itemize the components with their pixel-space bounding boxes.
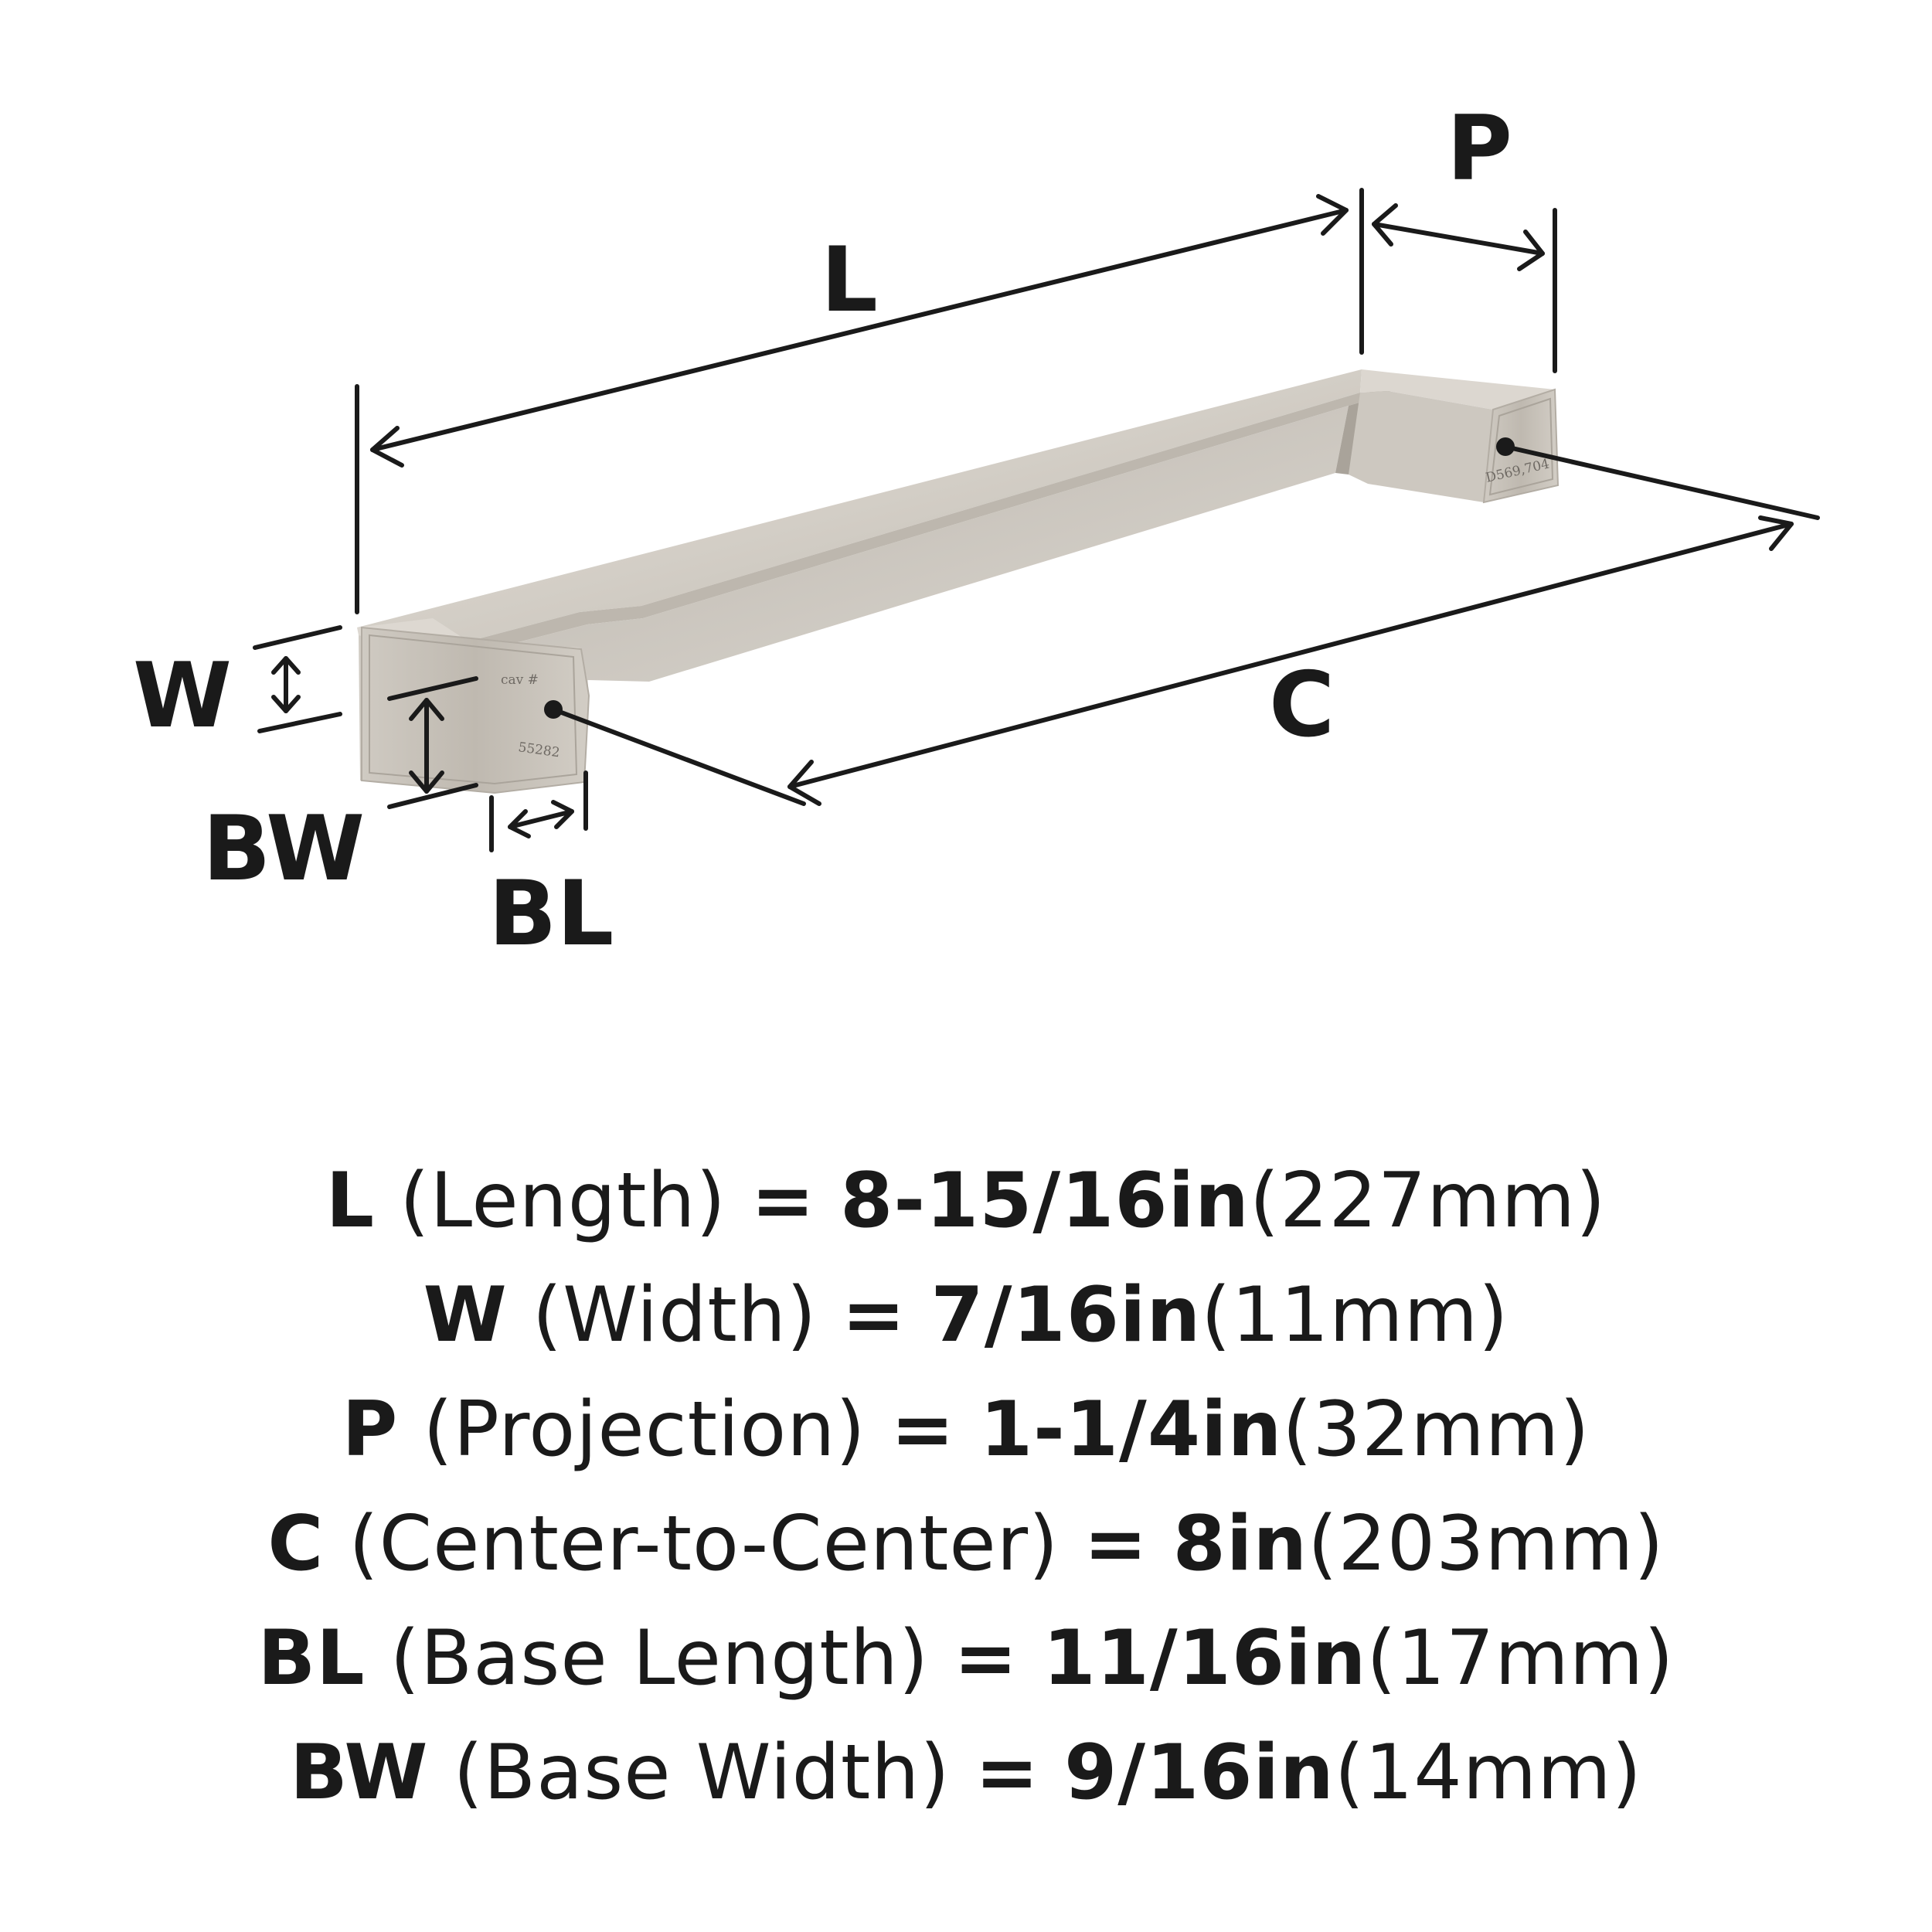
- arrowhead-P-left: [1372, 203, 1398, 247]
- spec-line-center-to-center: C (Center-to-Center) = 8in(203mm): [0, 1487, 1932, 1601]
- spec-line-base-length: BL (Base Length) = 11/16in(17mm): [0, 1601, 1932, 1716]
- label-L: L: [821, 228, 878, 332]
- extension-line-BW-bottom: [387, 783, 478, 809]
- label-C: C: [1269, 653, 1335, 757]
- handle-bar-underside: [473, 406, 1349, 682]
- spec-equals: =: [890, 1386, 955, 1474]
- spec-equals: =: [975, 1729, 1039, 1817]
- arrowhead-P-right: [1517, 230, 1545, 271]
- left-stamp-top: cav #: [501, 672, 539, 688]
- spec-imperial: 7/16in: [930, 1271, 1202, 1359]
- arrowhead-BW-bottom: [409, 770, 444, 794]
- spec-equals: =: [750, 1157, 815, 1245]
- arrowhead-BL-left: [508, 809, 531, 838]
- spec-imperial: 11/16in: [1043, 1614, 1367, 1702]
- label-BL: BL: [488, 862, 614, 966]
- label-W: W: [133, 644, 232, 748]
- dimension-W: W: [133, 625, 342, 748]
- handle-right-post-side: [1349, 391, 1493, 502]
- handle-bar-top: [357, 369, 1362, 641]
- cabinet-pull-handle: D569,704 cav # 55282: [357, 369, 1560, 794]
- arrowhead-L-left: [370, 426, 404, 468]
- handle-right-post-top: [1360, 369, 1555, 410]
- spec-name: (Length): [400, 1157, 726, 1245]
- arrowhead-W-top: [271, 656, 301, 675]
- spec-equals: =: [842, 1271, 906, 1359]
- spec-imperial: 9/16in: [1064, 1729, 1335, 1817]
- spec-imperial: 8-15/16in: [840, 1157, 1250, 1245]
- spec-name: (Width): [532, 1271, 818, 1359]
- arrowhead-BL-right: [551, 800, 574, 829]
- spec-metric: (17mm): [1366, 1614, 1675, 1702]
- label-BW: BW: [202, 797, 365, 901]
- dimension-line-L: [370, 208, 1349, 452]
- spec-symbol: W: [423, 1271, 508, 1359]
- spec-metric: (227mm): [1249, 1157, 1607, 1245]
- spec-equals: =: [1083, 1500, 1148, 1588]
- spec-line-width: W (Width) = 7/16in(11mm): [0, 1258, 1932, 1372]
- spec-name: (Base Length): [389, 1614, 930, 1702]
- spec-name: (Projection): [423, 1386, 866, 1474]
- spec-symbol: BW: [290, 1729, 429, 1817]
- spec-metric: (11mm): [1201, 1271, 1509, 1359]
- spec-metric: (14mm): [1334, 1729, 1642, 1817]
- handle-dimension-diagram: D569,704 cav # 55282 L P C: [133, 97, 1820, 966]
- spec-symbol: BL: [257, 1614, 366, 1702]
- dimension-P: P: [1372, 97, 1557, 373]
- extension-line-W-bottom: [257, 712, 342, 733]
- spec-metric: (32mm): [1282, 1386, 1590, 1474]
- label-P: P: [1447, 97, 1512, 201]
- spec-equals: =: [954, 1614, 1019, 1702]
- spec-symbol: L: [325, 1157, 376, 1245]
- handle-right-end-face: [1482, 388, 1560, 504]
- spec-imperial: 1-1/4in: [979, 1386, 1283, 1474]
- extension-line-W-top: [253, 625, 342, 650]
- arrowhead-W-bottom: [271, 695, 301, 713]
- dimension-spec-list: L (Length) = 8-15/16in(227mm) W (Width) …: [0, 1144, 1932, 1830]
- arrowhead-BW-top: [409, 698, 444, 721]
- dimension-BW: BW: [202, 676, 478, 901]
- center-line-right: [1503, 444, 1820, 520]
- spec-line-projection: P (Projection) = 1-1/4in(32mm): [0, 1372, 1932, 1487]
- spec-name: (Base Width): [453, 1729, 951, 1817]
- dimension-L: L: [355, 188, 1364, 614]
- spec-metric: (203mm): [1308, 1500, 1665, 1588]
- arrowhead-L-right: [1316, 194, 1349, 236]
- extension-line-BW-top: [387, 676, 478, 701]
- spec-imperial: 8in: [1172, 1500, 1308, 1588]
- arrowhead-C-right: [1758, 515, 1794, 551]
- handle-bar-front-edge: [468, 393, 1362, 654]
- dimension-line-BL: [508, 809, 574, 829]
- spec-name: (Center-to-Center): [349, 1500, 1060, 1588]
- arrowhead-C-left: [787, 760, 821, 806]
- dimension-BL: BL: [488, 770, 614, 966]
- spec-symbol: C: [267, 1500, 325, 1588]
- dimension-line-P: [1372, 222, 1545, 256]
- spec-symbol: P: [342, 1386, 399, 1474]
- spec-line-length: L (Length) = 8-15/16in(227mm): [0, 1144, 1932, 1258]
- spec-line-base-width: BW (Base Width) = 9/16in(14mm): [0, 1716, 1932, 1830]
- center-line-left: [551, 707, 806, 806]
- dimension-line-C: [787, 522, 1794, 789]
- dimension-C: C: [551, 444, 1820, 806]
